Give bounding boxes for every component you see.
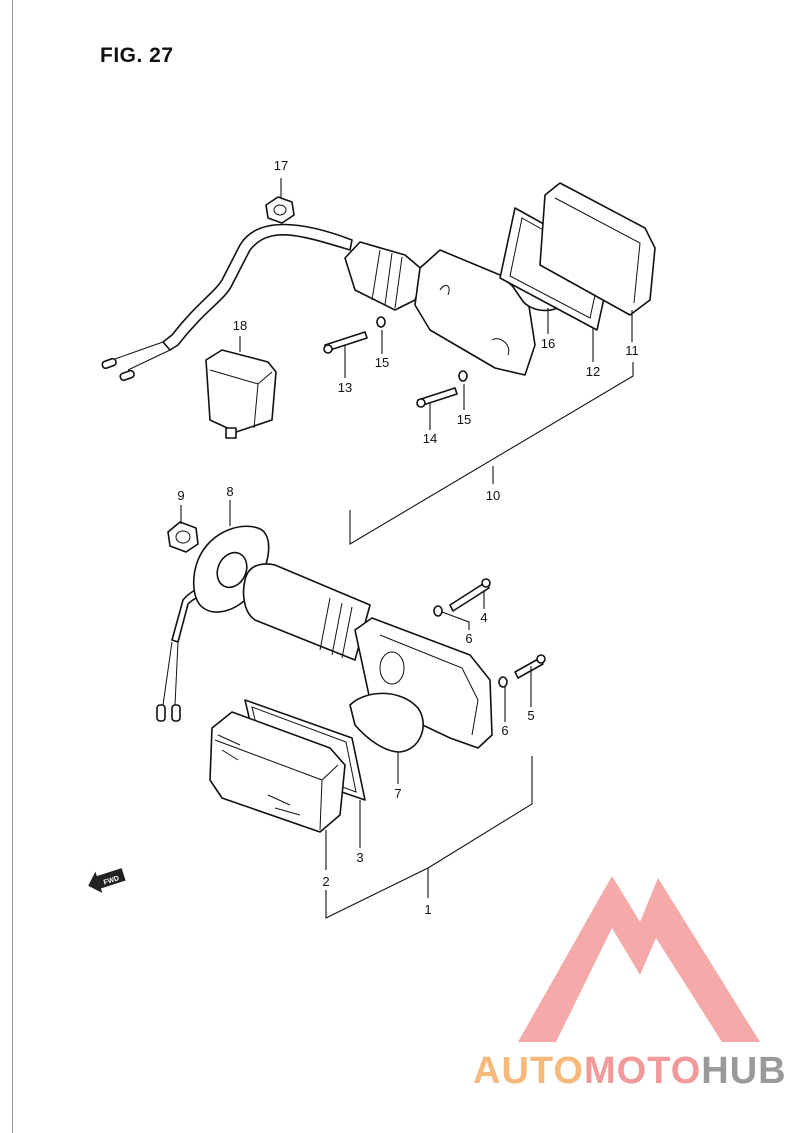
callout-9: 9 xyxy=(177,488,184,503)
wire-leads xyxy=(111,341,171,371)
screw-head xyxy=(536,654,546,664)
callout-15: 15 xyxy=(375,355,389,370)
housing-rim xyxy=(379,634,479,736)
wire-terminal xyxy=(101,357,117,370)
callout-15: 15 xyxy=(457,412,471,427)
front-turn-signal-assembly xyxy=(156,521,546,833)
relay-edges xyxy=(209,369,273,429)
washer xyxy=(458,370,468,382)
screw xyxy=(449,581,490,612)
callout-12: 12 xyxy=(586,364,600,379)
rear-turn-signal-assembly xyxy=(101,182,656,439)
callout-6: 6 xyxy=(501,723,508,738)
wire-leads xyxy=(162,641,179,706)
callout-4: 4 xyxy=(480,610,487,625)
nut xyxy=(167,521,199,553)
stalk-rubber xyxy=(344,241,426,311)
watermark-part-auto: AUTO xyxy=(473,1050,584,1092)
watermark-text: AUTOMOTOHUB xyxy=(473,1050,787,1093)
lens-texture xyxy=(217,734,301,816)
upper-leader-lines xyxy=(239,178,634,545)
lower-leader-lines xyxy=(180,500,533,919)
wire-terminal xyxy=(156,704,166,722)
lens-edges xyxy=(214,739,339,831)
washer xyxy=(498,676,508,688)
callout-5: 5 xyxy=(527,708,534,723)
lens-inner-edge xyxy=(554,197,641,304)
washer xyxy=(376,316,386,328)
callout-8: 8 xyxy=(226,484,233,499)
turn-signal-relay xyxy=(205,349,277,433)
cushion-hole xyxy=(216,551,248,589)
washer xyxy=(433,605,443,617)
wire-terminal xyxy=(171,704,181,722)
callout-18: 18 xyxy=(233,318,247,333)
screw xyxy=(514,657,544,679)
page-edge-line xyxy=(12,0,13,1133)
nut xyxy=(265,196,295,224)
callout-17: 17 xyxy=(274,158,288,173)
watermark-part-moto: MOTO xyxy=(583,1050,702,1092)
group-bracket-10 xyxy=(349,362,634,545)
nut-hole xyxy=(273,204,287,216)
wire-terminal xyxy=(119,369,135,382)
socket xyxy=(379,651,405,685)
automotohub-logo-icon xyxy=(518,876,760,1042)
stalk-ribs xyxy=(371,249,403,309)
screw-head xyxy=(481,578,491,588)
callout-labels: 1 2 3 4 5 6 6 7 8 9 10 11 12 13 14 15 15… xyxy=(177,158,638,917)
callout-2: 2 xyxy=(322,874,329,889)
watermark-part-hub: HUB xyxy=(701,1050,787,1092)
signal-wire xyxy=(162,223,353,351)
fwd-arrow-icon: FWD xyxy=(88,868,126,893)
nut-hole xyxy=(175,530,191,544)
signal-lens xyxy=(539,182,656,316)
relay-tab xyxy=(225,427,237,439)
screw-head xyxy=(416,398,426,408)
callout-1: 1 xyxy=(424,902,431,917)
screw-head xyxy=(323,344,333,354)
callout-16: 16 xyxy=(541,336,555,351)
figure-title: FIG. 27 xyxy=(100,44,174,67)
callout-13: 13 xyxy=(338,380,352,395)
stalk-ribs xyxy=(319,597,353,659)
signal-lens xyxy=(209,711,346,833)
housing-details xyxy=(439,284,510,356)
fwd-label: FWD xyxy=(103,875,120,887)
callout-3: 3 xyxy=(356,850,363,865)
callout-11: 11 xyxy=(625,343,639,358)
bulb xyxy=(349,692,424,753)
callout-14: 14 xyxy=(423,431,437,446)
callout-10: 10 xyxy=(486,488,500,503)
callout-7: 7 xyxy=(394,786,401,801)
callout-6: 6 xyxy=(465,631,472,646)
